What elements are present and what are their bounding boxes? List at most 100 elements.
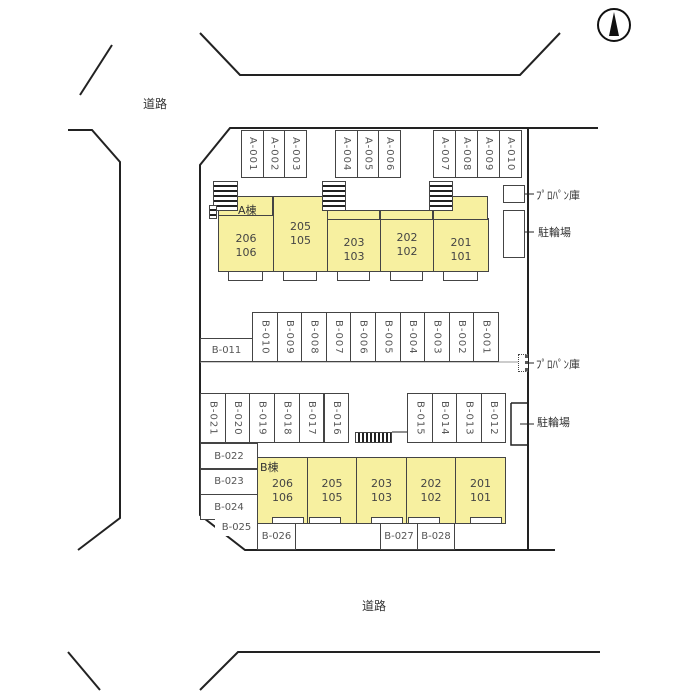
- parking-space: B-016: [323, 393, 350, 443]
- unit-number: 106: [235, 246, 257, 259]
- propane-label-b: ﾌﾟﾛﾊﾟﾝ庫: [536, 358, 580, 371]
- unit-number: 101: [450, 250, 472, 263]
- balcony: [443, 271, 478, 281]
- parking-space-label: B-015: [414, 400, 426, 436]
- parking-space: A-009: [477, 130, 500, 178]
- parking-space-label: A-003: [289, 136, 301, 172]
- balcony: [337, 271, 370, 281]
- parking-space-label: B-006: [357, 319, 369, 355]
- parking-space: B-028: [417, 523, 455, 550]
- unit-number: 205: [321, 476, 343, 490]
- parking-space: B-025: [215, 518, 258, 536]
- balcony: [228, 271, 263, 281]
- parking-space-label: A-009: [483, 136, 494, 172]
- parking-space: B-023: [200, 468, 258, 495]
- unit-number: 201: [450, 236, 472, 249]
- parking-space-label: B-014: [438, 400, 450, 436]
- parking-space-label: B-018: [281, 400, 293, 436]
- parking-space: B-024: [200, 494, 258, 520]
- unit-number: 103: [371, 490, 392, 504]
- unit-number: 103: [343, 250, 365, 263]
- stairs-icon: [355, 432, 392, 443]
- parking-space: B-018: [274, 393, 300, 443]
- parking-space-label: A-007: [439, 136, 450, 172]
- bike-parking-label-a: 駐輪場: [538, 226, 571, 239]
- unit-number: 205: [290, 220, 311, 233]
- parking-space-label: B-007: [333, 319, 345, 355]
- parking-space: B-009: [276, 312, 303, 362]
- parking-space: A-002: [262, 130, 285, 178]
- parking-space: B-005: [375, 312, 401, 362]
- parking-space: B-003: [424, 312, 450, 362]
- parking-space-label: B-013: [463, 400, 475, 436]
- parking-space-label: B-003: [431, 319, 443, 355]
- parking-space-label: B-009: [283, 319, 295, 355]
- parking-space-label: B-004: [406, 319, 418, 355]
- parking-space-label: A-001: [246, 136, 258, 172]
- unit-number: 102: [420, 490, 442, 504]
- parking-space: A-006: [378, 130, 401, 178]
- unit-number: 105: [321, 490, 343, 504]
- compass: [597, 8, 631, 42]
- parking-space-label: B-002: [456, 319, 468, 355]
- building-b-label: B棟: [260, 461, 279, 474]
- parking-space: B-010: [252, 312, 278, 362]
- parking-space: B-021: [200, 393, 226, 443]
- parking-space: B-006: [350, 312, 376, 362]
- parking-space-label: A-002: [268, 136, 280, 172]
- parking-space-label: B-010: [259, 319, 271, 355]
- parking-space-label: A-008: [461, 136, 472, 172]
- unit-number: 206: [272, 476, 293, 490]
- parking-space: B-013: [456, 393, 482, 443]
- unit-number: 206: [235, 232, 257, 245]
- parking-space-label: B-020: [232, 400, 244, 436]
- parking-space: B-004: [399, 312, 426, 362]
- north-arrow-icon: [609, 12, 619, 36]
- bike-parking-a: [503, 210, 525, 258]
- unit-number: 203: [371, 476, 392, 490]
- parking-space: B-019: [249, 393, 276, 443]
- parking-space: B-002: [448, 312, 475, 362]
- unit-number: 106: [272, 490, 293, 504]
- parking-space-label: B-012: [487, 400, 499, 436]
- parking-space-label: A-006: [383, 136, 395, 172]
- parking-space-label: B-005: [382, 319, 394, 355]
- stairs-icon: [429, 181, 453, 211]
- parking-space: B-020: [224, 393, 251, 443]
- unit-a-top: [380, 210, 433, 220]
- road-label-top: 道路: [143, 97, 168, 111]
- parking-space: A-005: [356, 130, 379, 178]
- unit-number: 203: [343, 236, 365, 249]
- unit-number: 102: [396, 245, 418, 258]
- propane-storage-a: [503, 185, 525, 203]
- parking-space: A-007: [433, 130, 456, 178]
- parking-space: B-027: [380, 523, 418, 550]
- parking-space-label: A-004: [340, 136, 352, 172]
- stairs-icon: [213, 181, 238, 211]
- parking-space: B-011: [200, 338, 253, 362]
- parking-space: B-012: [480, 393, 506, 443]
- parking-space: A-008: [455, 130, 478, 178]
- parking-space: B-008: [301, 312, 327, 362]
- unit-a-top: [327, 210, 380, 220]
- unit-number: 201: [470, 476, 491, 490]
- parking-space: B-017: [298, 393, 325, 443]
- parking-space-label: B-016: [330, 400, 342, 436]
- balcony: [309, 517, 341, 524]
- parking-space-label: B-001: [480, 319, 492, 355]
- parking-space-label: A-010: [505, 136, 516, 172]
- parking-space: B-014: [431, 393, 457, 443]
- unit-number: 101: [470, 490, 491, 504]
- parking-space-label: B-008: [308, 319, 320, 355]
- parking-space-label: B-019: [256, 400, 268, 436]
- parking-space-label: B-017: [306, 400, 318, 436]
- balcony: [470, 517, 502, 524]
